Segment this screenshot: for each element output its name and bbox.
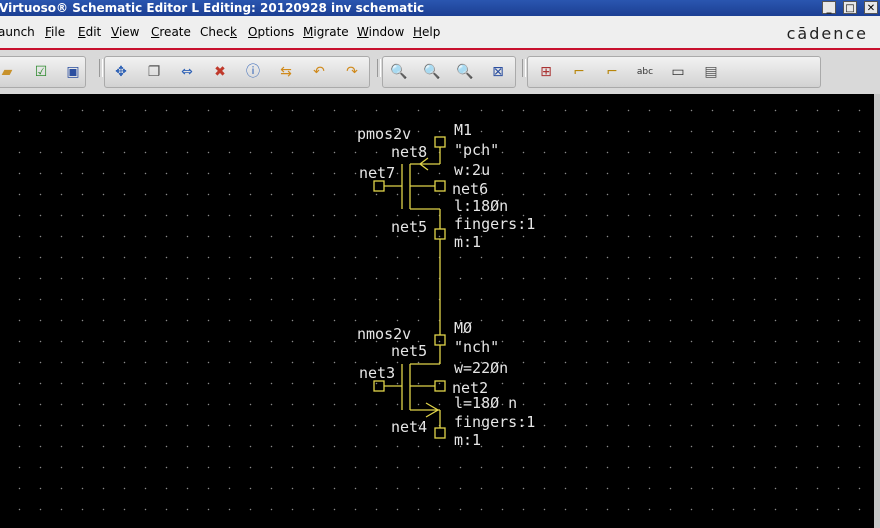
pmos-drain-pin[interactable]	[434, 136, 446, 148]
menu-create[interactable]: Create	[151, 25, 191, 39]
menu-file[interactable]: File	[45, 25, 66, 39]
vertical-scrollbar[interactable]	[874, 94, 880, 528]
pmos-gate-net: net7	[359, 164, 395, 182]
redo-icon[interactable]: ↷	[346, 64, 358, 80]
properties-icon[interactable]: ⓘ	[246, 64, 260, 80]
pmos-bulk-net: net6	[452, 180, 488, 198]
menu-window[interactable]: Window	[357, 25, 405, 39]
copy-icon[interactable]: ❐	[147, 64, 161, 80]
nmos-gate-net: net3	[359, 364, 395, 382]
pmos-gate-pin[interactable]	[373, 180, 385, 192]
toolbar-group-zoom	[382, 56, 516, 88]
toolbar-group-edit	[104, 56, 370, 88]
toolbar-grip[interactable]	[522, 59, 526, 77]
wire-narrow-icon[interactable]: ⌐	[606, 64, 618, 80]
pmos-model: "pch"	[454, 141, 499, 159]
menu-launch[interactable]: aunch	[0, 25, 35, 39]
pmos-fingers: fingers:1	[454, 215, 535, 233]
zoom-fit-icon[interactable]: 🔍	[456, 64, 474, 80]
menu-check[interactable]: Check	[200, 25, 237, 39]
pmos-cell-name: pmos2v	[357, 125, 411, 143]
nmos-drain-pin[interactable]	[434, 334, 446, 346]
close-icon[interactable]: ✕	[864, 1, 878, 14]
nmos-multiplier: m:1	[454, 431, 481, 449]
open-icon[interactable]: ▰	[1, 64, 13, 80]
nmos-fingers: fingers:1	[454, 413, 535, 431]
nmos-source-pin[interactable]	[434, 427, 446, 439]
zoom-in-icon[interactable]: 🔍	[390, 64, 408, 80]
check-save-icon[interactable]: ☑	[34, 64, 48, 80]
pmos-source-pin[interactable]	[434, 228, 446, 240]
nmos-bulk-pin[interactable]	[434, 380, 446, 392]
add-instance-icon[interactable]: ⊞	[540, 64, 552, 80]
nmos-model: "nch"	[454, 338, 499, 356]
pin-icon[interactable]: ▭	[671, 64, 685, 80]
menu-view[interactable]: View	[111, 25, 140, 39]
nmos-gate-pin[interactable]	[373, 380, 385, 392]
stretch-icon[interactable]: ⇔	[181, 64, 193, 80]
undo-redo-icon[interactable]: ⇆	[280, 64, 292, 80]
pmos-instance-name: M1	[454, 121, 472, 139]
minimize-icon[interactable]: _	[822, 1, 836, 14]
maximize-icon[interactable]: □	[843, 1, 857, 14]
toolbar-grip[interactable]	[99, 59, 103, 77]
schematic-drawing: pmos2v M1 net8 "pch" w:2u net7 net6 l:18…	[357, 121, 535, 449]
menu-options[interactable]: Options	[248, 25, 295, 39]
toolbar-grip[interactable]	[377, 59, 381, 77]
nmos-transistor[interactable]	[373, 334, 446, 439]
pmos-length: l:18Øn	[454, 197, 508, 215]
cadence-logo: cādence	[786, 24, 868, 43]
window-title: Virtuoso® Schematic Editor L Editing: 20…	[0, 1, 425, 15]
label-icon[interactable]: abc	[636, 67, 654, 77]
nmos-length: l=18Ø n	[454, 394, 517, 412]
wire-icon[interactable]: ⌐	[573, 64, 585, 80]
pmos-width: w:2u	[454, 161, 490, 179]
toolbar-group-file	[0, 56, 86, 88]
nmos-drain-net: net5	[391, 342, 427, 360]
zoom-box-icon[interactable]: ⊠	[492, 64, 504, 80]
menu-edit[interactable]: Edit	[78, 25, 102, 39]
menu-help[interactable]: Help	[413, 25, 441, 39]
menu-migrate[interactable]: Migrate	[303, 25, 349, 39]
pmos-transistor[interactable]	[373, 136, 446, 240]
nmos-bulk-net: net2	[452, 379, 488, 397]
delete-icon[interactable]: ✖	[214, 64, 226, 80]
toolbar-group-create	[527, 56, 821, 88]
note-icon[interactable]: ▤	[704, 64, 718, 80]
schematic-canvas[interactable]	[0, 94, 874, 528]
toolbar: ▰ ☑ ▣ ✥ ❐ ⇔ ✖ ⓘ ⇆ ↶ ↷ 🔍 🔍 🔍 ⊠ ⊞ ⌐ ⌐ abc …	[0, 50, 880, 94]
move-icon[interactable]: ✥	[115, 64, 127, 80]
save-icon[interactable]: ▣	[66, 64, 80, 80]
pmos-drain-net: net8	[391, 143, 427, 161]
pmos-multiplier: m:1	[454, 233, 481, 251]
nmos-width: w=22Øn	[454, 359, 508, 377]
pmos-source-net: net5	[391, 218, 427, 236]
zoom-out-icon[interactable]: 🔍	[423, 64, 441, 80]
nmos-instance-name: MØ	[454, 319, 472, 337]
nmos-cell-name: nmos2v	[357, 325, 411, 343]
nmos-source-net: net4	[391, 418, 427, 436]
undo-icon[interactable]: ↶	[313, 64, 325, 80]
pmos-bulk-pin[interactable]	[434, 180, 446, 192]
title-bar: Virtuoso® Schematic Editor L Editing: 20…	[0, 0, 880, 16]
menu-bar: aunch File Edit View Create Check Option…	[0, 16, 880, 50]
